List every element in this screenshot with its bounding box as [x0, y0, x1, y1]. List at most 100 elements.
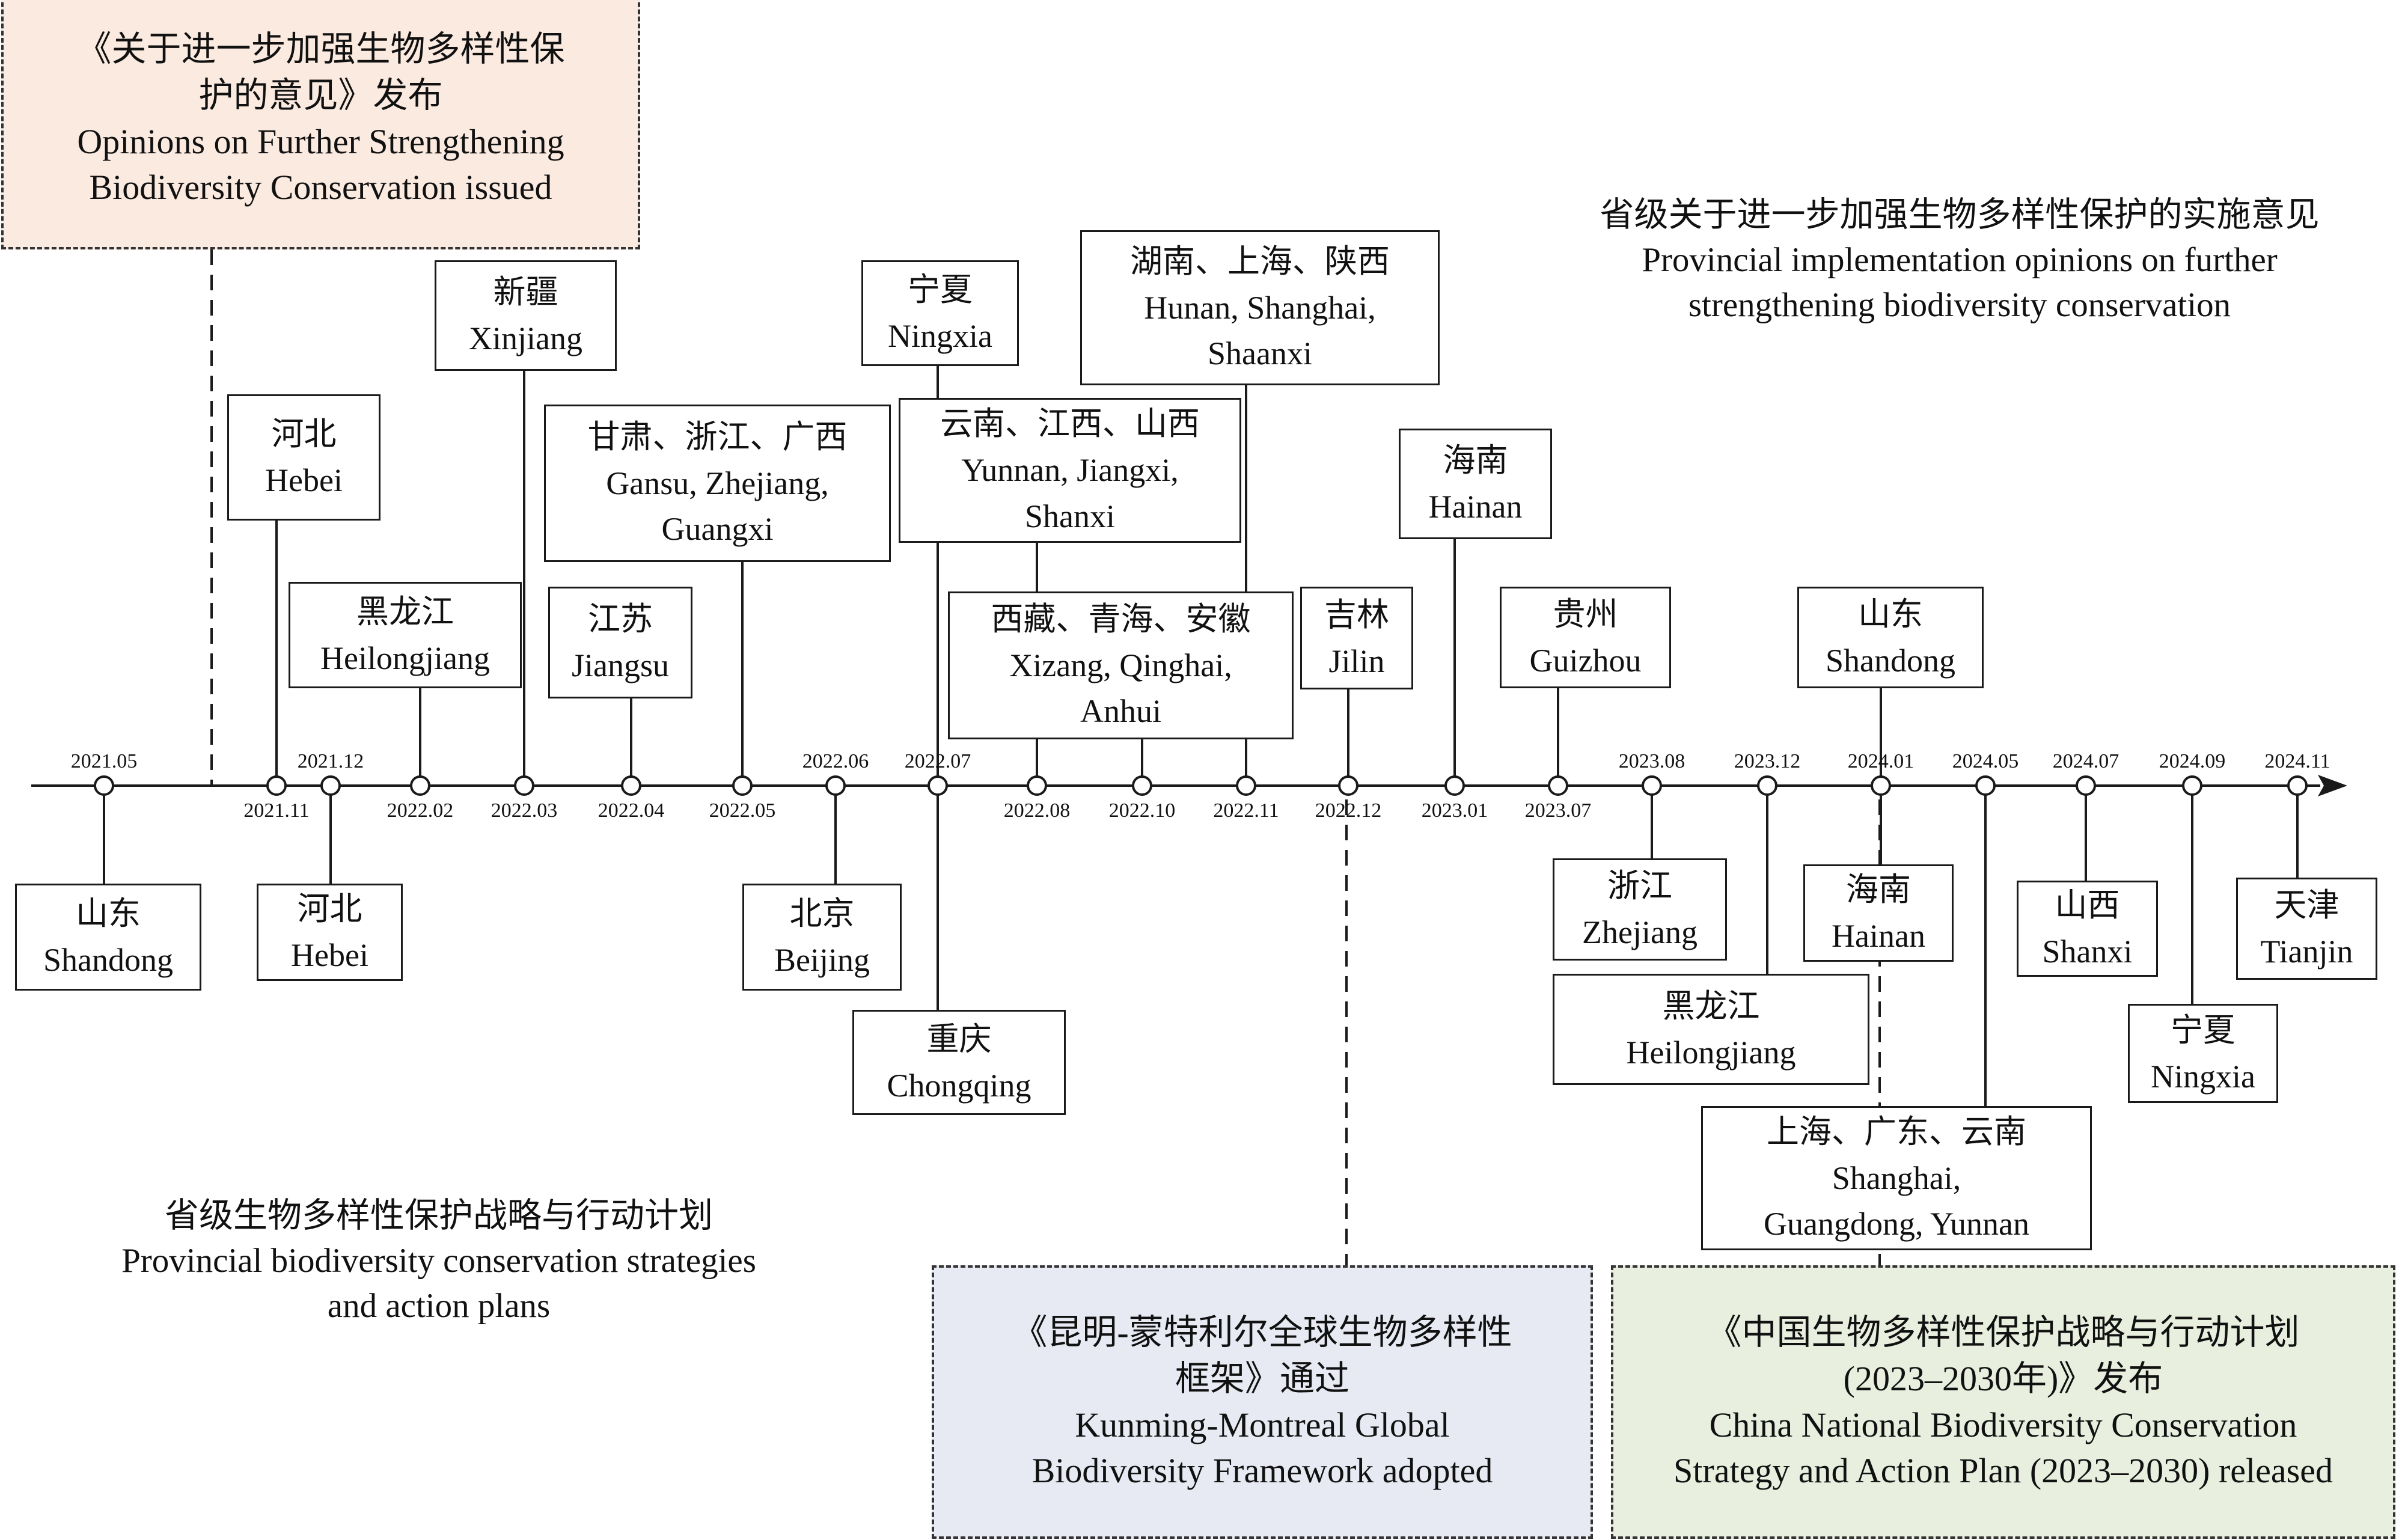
box-line: Xizang, Qinghai,: [1009, 647, 1232, 683]
date-label: 2024.09: [2159, 750, 2226, 772]
box-line: 吉林: [1324, 596, 1389, 633]
milestone-line: China National Biodiversity Conservation: [1709, 1405, 2297, 1444]
box-line: 江苏: [588, 601, 653, 638]
box-line: Hainan: [1832, 918, 1925, 954]
milestone-line: 《关于进一步加强生物多样性保: [76, 29, 565, 69]
box-line: Zhejiang: [1582, 914, 1698, 950]
date-label: 2022.12: [1315, 799, 1382, 822]
province-box-hunan-shanghai-shaanxi-2022-11: 湖南、上海、陕西 Hunan, Shanghai, Shaanxi: [1080, 230, 1440, 385]
timeline-marker: [1757, 775, 1777, 796]
timeline-marker: [1871, 775, 1891, 796]
caption-line: Provincial implementation opinions on fu…: [1642, 241, 2278, 280]
province-box-hainan-2024-01: 海南 Hainan: [1803, 864, 1954, 962]
date-label: 2022.02: [387, 799, 454, 822]
caption-line: and action plans: [327, 1287, 551, 1325]
province-box-hainan-2023-01: 海南 Hainan: [1399, 429, 1552, 539]
timeline-marker: [1444, 775, 1465, 796]
province-box-zhejiang-2023-08: 浙江 Zhejiang: [1553, 858, 1727, 961]
date-label: 2021.12: [297, 750, 364, 772]
strategy-action-plan-caption: 省级生物多样性保护战略与行动计划 Provincial biodiversity…: [24, 1193, 854, 1329]
timeline-markers: [94, 775, 2308, 796]
province-box-beijing-2022-06: 北京 Beijing: [742, 884, 902, 991]
box-line: Guangxi: [661, 511, 774, 548]
box-line: 宁夏: [908, 272, 973, 308]
date-label: 2024.01: [1847, 750, 1915, 772]
box-line: Yunnan, Jiangxi,: [961, 452, 1179, 489]
timeline-marker: [825, 775, 846, 796]
milestone-line: Biodiversity Conservation issued: [89, 168, 552, 207]
province-box-shandong-2024-01: 山东 Shandong: [1797, 587, 1984, 688]
province-box-hebei-2021-11: 河北 Hebei: [227, 394, 380, 521]
timeline-marker: [266, 775, 287, 796]
province-box-ningxia-2022-07: 宁夏 Ningxia: [861, 260, 1019, 366]
box-line: 甘肃、浙江、广西: [587, 418, 848, 455]
box-line: Hebei: [291, 937, 368, 973]
box-line: 宁夏: [2171, 1012, 2236, 1048]
date-label: 2024.05: [1952, 750, 2019, 772]
date-label: 2022.05: [709, 799, 776, 822]
date-label: 2022.04: [597, 799, 665, 822]
province-box-guizhou-2023-07: 贵州 Guizhou: [1500, 587, 1671, 688]
box-line: 浙江: [1607, 868, 1672, 905]
milestone-opinions-2021: 《关于进一步加强生物多样性保 护的意见》发布 Opinions on Furth…: [1, 0, 640, 249]
box-line: Beijing: [774, 942, 870, 978]
timeline-marker: [514, 775, 534, 796]
milestone-line: Opinions on Further Strengthening: [77, 121, 564, 161]
date-label: 2022.07: [904, 750, 971, 772]
box-line: Hunan, Shanghai,: [1144, 289, 1376, 326]
timeline-marker: [1338, 775, 1358, 796]
province-box-heilongjiang-2022-02: 黑龙江 Heilongjiang: [289, 582, 522, 688]
box-line: Anhui: [1080, 693, 1161, 730]
timeline-marker: [732, 775, 753, 796]
timeline-marker: [320, 775, 341, 796]
box-line: 重庆: [926, 1021, 992, 1057]
date-label: 2023.12: [1734, 750, 1801, 772]
timeline-marker: [410, 775, 430, 796]
date-label: 2022.03: [490, 799, 558, 822]
box-line: Xinjiang: [469, 320, 582, 356]
date-label: 2021.11: [243, 799, 310, 822]
box-line: Ningxia: [888, 318, 992, 354]
date-label: 2023.01: [1421, 799, 1488, 822]
timeline-marker: [1642, 775, 1662, 796]
milestone-line: 《中国生物多样性保护战略与行动计划: [1707, 1313, 2300, 1352]
box-line: Shanxi: [2042, 933, 2133, 970]
box-line: Guizhou: [1529, 642, 1642, 679]
date-label: 2021.05: [70, 750, 138, 772]
box-line: 河北: [271, 416, 337, 453]
implementation-opinions-caption: 省级关于进一步加强生物多样性保护的实施意见 Provincial impleme…: [1521, 192, 2398, 328]
date-label: 2023.08: [1618, 750, 1685, 772]
province-box-shanghai-guangdong-yunnan-2024-05: 上海、广东、云南 Shanghai, Guangdong, Yunnan: [1701, 1106, 2092, 1250]
date-label: 2022.11: [1213, 799, 1279, 822]
date-label: 2022.06: [802, 750, 869, 772]
province-box-shanxi-2024-07: 山西 Shanxi: [2017, 881, 2158, 977]
date-label: 2024.11: [2264, 750, 2330, 772]
box-line: Heilongjiang: [1626, 1034, 1796, 1071]
timeline-marker: [1027, 775, 1047, 796]
timeline-marker: [2182, 775, 2202, 796]
province-box-hebei-2021-12: 河北 Hebei: [257, 884, 403, 981]
box-line: 海南: [1846, 872, 1911, 908]
box-line: Shandong: [1826, 642, 1955, 679]
box-line: 黑龙江: [1662, 988, 1760, 1024]
caption-line: Provincial biodiversity conservation str…: [121, 1242, 756, 1280]
date-label: 2023.07: [1524, 799, 1592, 822]
box-line: 新疆: [493, 274, 558, 311]
milestone-line: Kunming-Montreal Global: [1075, 1405, 1450, 1444]
box-line: 北京: [789, 896, 855, 932]
box-line: 天津: [2274, 887, 2339, 924]
box-line: 山西: [2055, 887, 2120, 924]
milestone-kunming-montreal-framework: 《昆明-蒙特利尔全球生物多样性 框架》通过 Kunming-Montreal G…: [932, 1265, 1593, 1539]
milestone-line: Strategy and Action Plan (2023–2030) rel…: [1673, 1451, 2333, 1491]
timeline-marker: [2076, 775, 2096, 796]
milestone-line: 框架》通过: [1175, 1358, 1349, 1398]
milestone-line: Biodiversity Framework adopted: [1031, 1451, 1493, 1491]
timeline-arrowhead: [2318, 775, 2347, 796]
province-box-ningxia-2024-09: 宁夏 Ningxia: [2128, 1004, 2278, 1103]
timeline-marker: [1132, 775, 1152, 796]
box-line: Heilongjiang: [320, 640, 490, 676]
box-line: 山东: [1858, 596, 1923, 632]
box-line: Hebei: [265, 462, 343, 498]
box-line: Hainan: [1428, 489, 1523, 525]
